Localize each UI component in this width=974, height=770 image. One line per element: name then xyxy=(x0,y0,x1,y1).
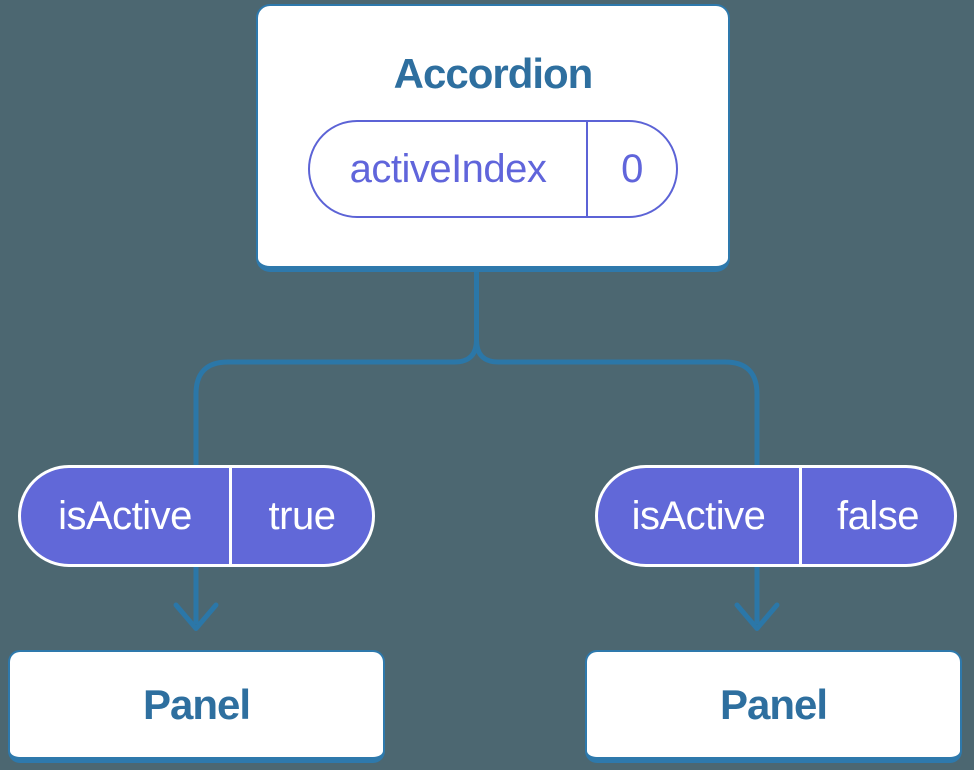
isactive-false-pill: isActive false xyxy=(595,465,957,567)
prop-value-label: false xyxy=(837,493,920,538)
prop-name-label: activeIndex xyxy=(349,146,547,191)
prop-name-label: isActive xyxy=(631,493,766,538)
activeindex-prop-pill: activeIndex 0 xyxy=(308,120,678,218)
connector-right-branch xyxy=(474,260,760,624)
panel-node-title: Panel xyxy=(719,680,828,728)
prop-value-label: 0 xyxy=(621,146,643,191)
connector-left-branch xyxy=(193,260,479,624)
panel-node-left: Panel xyxy=(8,650,385,763)
accordion-node: Accordion activeIndex 0 xyxy=(256,4,730,272)
accordion-node-title: Accordion xyxy=(393,50,594,97)
prop-value-label: true xyxy=(268,493,336,538)
pill-divider xyxy=(229,468,232,564)
arrow-down-icon xyxy=(173,602,219,631)
isactive-true-pill: isActive true xyxy=(18,465,375,567)
pill-divider xyxy=(586,122,588,216)
panel-node-right: Panel xyxy=(585,650,962,763)
panel-node-title: Panel xyxy=(142,680,251,728)
pill-divider xyxy=(799,468,802,564)
prop-name-label: isActive xyxy=(58,493,192,538)
arrow-down-icon xyxy=(734,602,780,631)
